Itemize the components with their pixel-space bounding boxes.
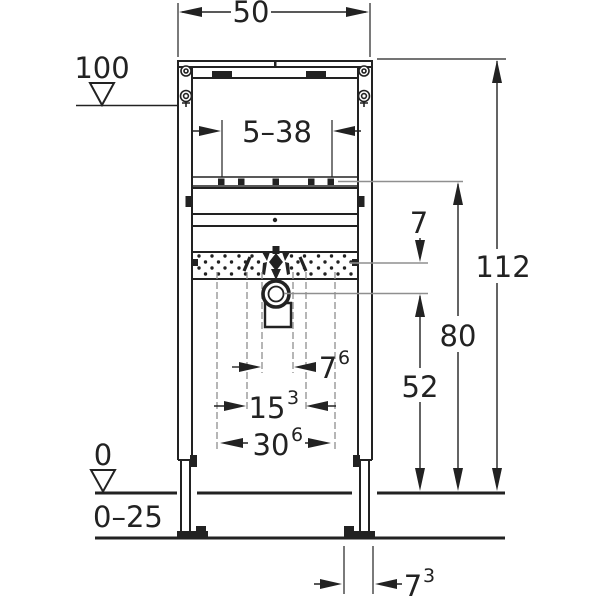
drain-pipe-inner [267, 285, 285, 303]
plate-hole [349, 272, 353, 276]
plate-outline [191, 251, 359, 280]
drain-outlet [261, 279, 293, 329]
dimension-frame-width: 50 [177, 0, 371, 57]
plate-hole [256, 272, 261, 276]
dim-15-3-sup: 3 [287, 387, 299, 409]
plate-hole [329, 266, 334, 270]
dim-30-6-base: 30 [253, 428, 290, 462]
plate-hole [336, 260, 340, 264]
plate-hole [323, 260, 327, 264]
dim-5-38-label: 5–38 [242, 115, 312, 149]
dim-112-label: 112 [475, 250, 530, 284]
dimension-total-height: 112 [377, 58, 531, 491]
plate-hole [216, 260, 221, 264]
plate-hole [329, 254, 334, 258]
level-triangle-icon [89, 469, 117, 494]
plate-hole [296, 260, 300, 264]
extension-ticks-5-38 [221, 120, 333, 177]
plate-hole [342, 254, 347, 258]
plate-hole [223, 254, 227, 258]
floor-range-label: 0–25 [93, 500, 163, 534]
frame-legs [177, 455, 375, 537]
plate-slots [242, 256, 308, 272]
arrowheads-7-6 [239, 362, 316, 372]
plate-hole [342, 266, 347, 270]
plate-hole [197, 254, 201, 258]
dim-30-6-sup: 6 [291, 424, 303, 446]
fastening-rail [192, 176, 358, 187]
water-supply-fitting-icon [262, 246, 290, 280]
plate-hole [316, 266, 321, 270]
dim-7-6-sup: 6 [338, 347, 350, 369]
arrowhead-7 [415, 240, 425, 262]
level-marker-100: 100 [74, 51, 178, 108]
plate-hole [289, 266, 294, 270]
dimension-plate-offset: 7 [410, 206, 428, 262]
dimension-rail-height: 80 [440, 182, 477, 491]
level-triangle-icon [88, 82, 116, 108]
plate-hole [250, 266, 254, 270]
dim-7-3-base: 7 [404, 569, 422, 600]
dimension-outer-spacing: 30 6 [220, 424, 331, 462]
level-0-label: 0 [94, 438, 112, 472]
plate-hole [237, 254, 241, 258]
plate-hole [197, 266, 201, 270]
rail-clips [218, 178, 334, 185]
dim-7-6-base: 7 [319, 351, 337, 385]
reference-lines [216, 272, 336, 452]
dim-50-label: 50 [233, 0, 270, 29]
leg-feet [177, 526, 375, 537]
dimension-fastening-spacing: 15 3 [214, 387, 336, 425]
plate-hole [316, 254, 321, 258]
dimension-connection-spacing: 7 6 [232, 347, 350, 385]
dimension-adjustable-range: 5–38 [193, 115, 361, 177]
plate-hole [203, 272, 208, 276]
top-rail-tabs [212, 60, 326, 77]
dim-80-label: 80 [440, 319, 477, 353]
plate-hole [229, 260, 234, 264]
plate-hole [237, 266, 241, 270]
level-marker-0: 0 [89, 438, 117, 494]
plate-hole [309, 272, 313, 276]
plate-hole [323, 272, 327, 276]
dim-7-3-sup: 3 [423, 565, 435, 587]
plate-hole [289, 254, 294, 258]
wall-anchor-screws [179, 65, 371, 107]
dim-15-3-base: 15 [249, 391, 286, 425]
arrowheads-52 [415, 294, 425, 491]
plate-hole [256, 260, 261, 264]
plate-hole [210, 266, 214, 270]
crossbar-center-mark [272, 217, 278, 223]
rail-lines [192, 176, 358, 187]
plate-hole [229, 272, 234, 276]
extension-lines-50 [177, 3, 371, 57]
dim-52-label: 52 [402, 370, 439, 404]
plate-hole [250, 254, 254, 258]
plate-hole [210, 254, 214, 258]
arrowheads-7-3 [320, 579, 397, 589]
extension-lines-7-3 [343, 546, 374, 594]
arrowheads-50 [179, 7, 369, 17]
leader-lines [284, 180, 463, 295]
plate-hole [296, 272, 300, 276]
mounting-plate [191, 246, 359, 280]
plate-hole [203, 260, 208, 264]
plate-hole [302, 254, 307, 258]
plate-hole [336, 272, 340, 276]
crossbar-side-clips [185, 196, 365, 207]
leg-tubes [180, 460, 370, 531]
plate-holes [197, 254, 353, 276]
arrowheads-15-3 [224, 401, 328, 411]
crossbars [185, 187, 365, 253]
dimension-foot-width: 7 3 [314, 546, 435, 600]
plate-hole [223, 266, 227, 270]
dim-7-label: 7 [410, 206, 428, 240]
dimension-drain-height: 52 [402, 294, 439, 491]
arrowheads-30-6 [220, 438, 331, 448]
plate-hole [309, 260, 313, 264]
level-100-label: 100 [74, 51, 129, 85]
